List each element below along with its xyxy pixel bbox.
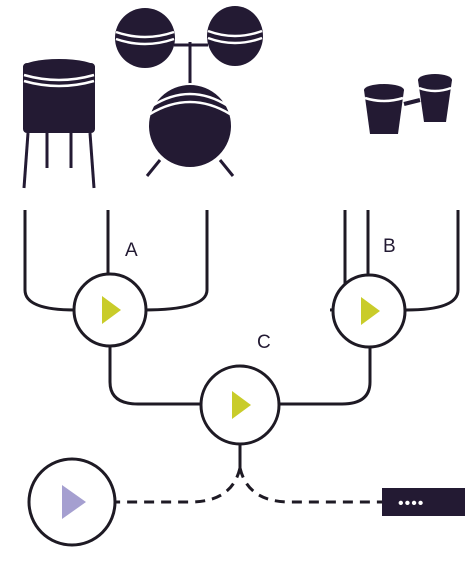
floor-tom-icon [22,59,96,189]
node-b[interactable] [331,273,407,349]
output-bar[interactable]: •••• [382,488,465,516]
wire-floor-tom-to-a [23,210,76,312]
rack-toms-icon [115,6,263,84]
wire-bongos-3-to-b [405,210,460,312]
wire-a-to-c [108,346,200,406]
wire-b-to-c [280,347,372,406]
play-icon [102,296,121,324]
play-icon [62,485,86,519]
play-icon [232,391,251,419]
node-b-label: B [383,236,396,257]
bongos-icon [364,74,452,134]
wire-bass-drum-to-a [142,210,209,312]
play-icon [361,297,380,325]
node-a-label: A [125,240,138,261]
dashed-wire-right [238,467,382,504]
node-a[interactable] [72,272,148,348]
connection-lines [23,210,460,468]
dashed-wire-left [116,467,242,504]
node-c[interactable] [199,364,281,446]
node-c-label: C [257,332,271,353]
source-node[interactable] [27,457,117,547]
dashed-output-lines [116,467,382,504]
bass-drum-icon [145,83,235,177]
output-dots: •••• [398,495,424,512]
